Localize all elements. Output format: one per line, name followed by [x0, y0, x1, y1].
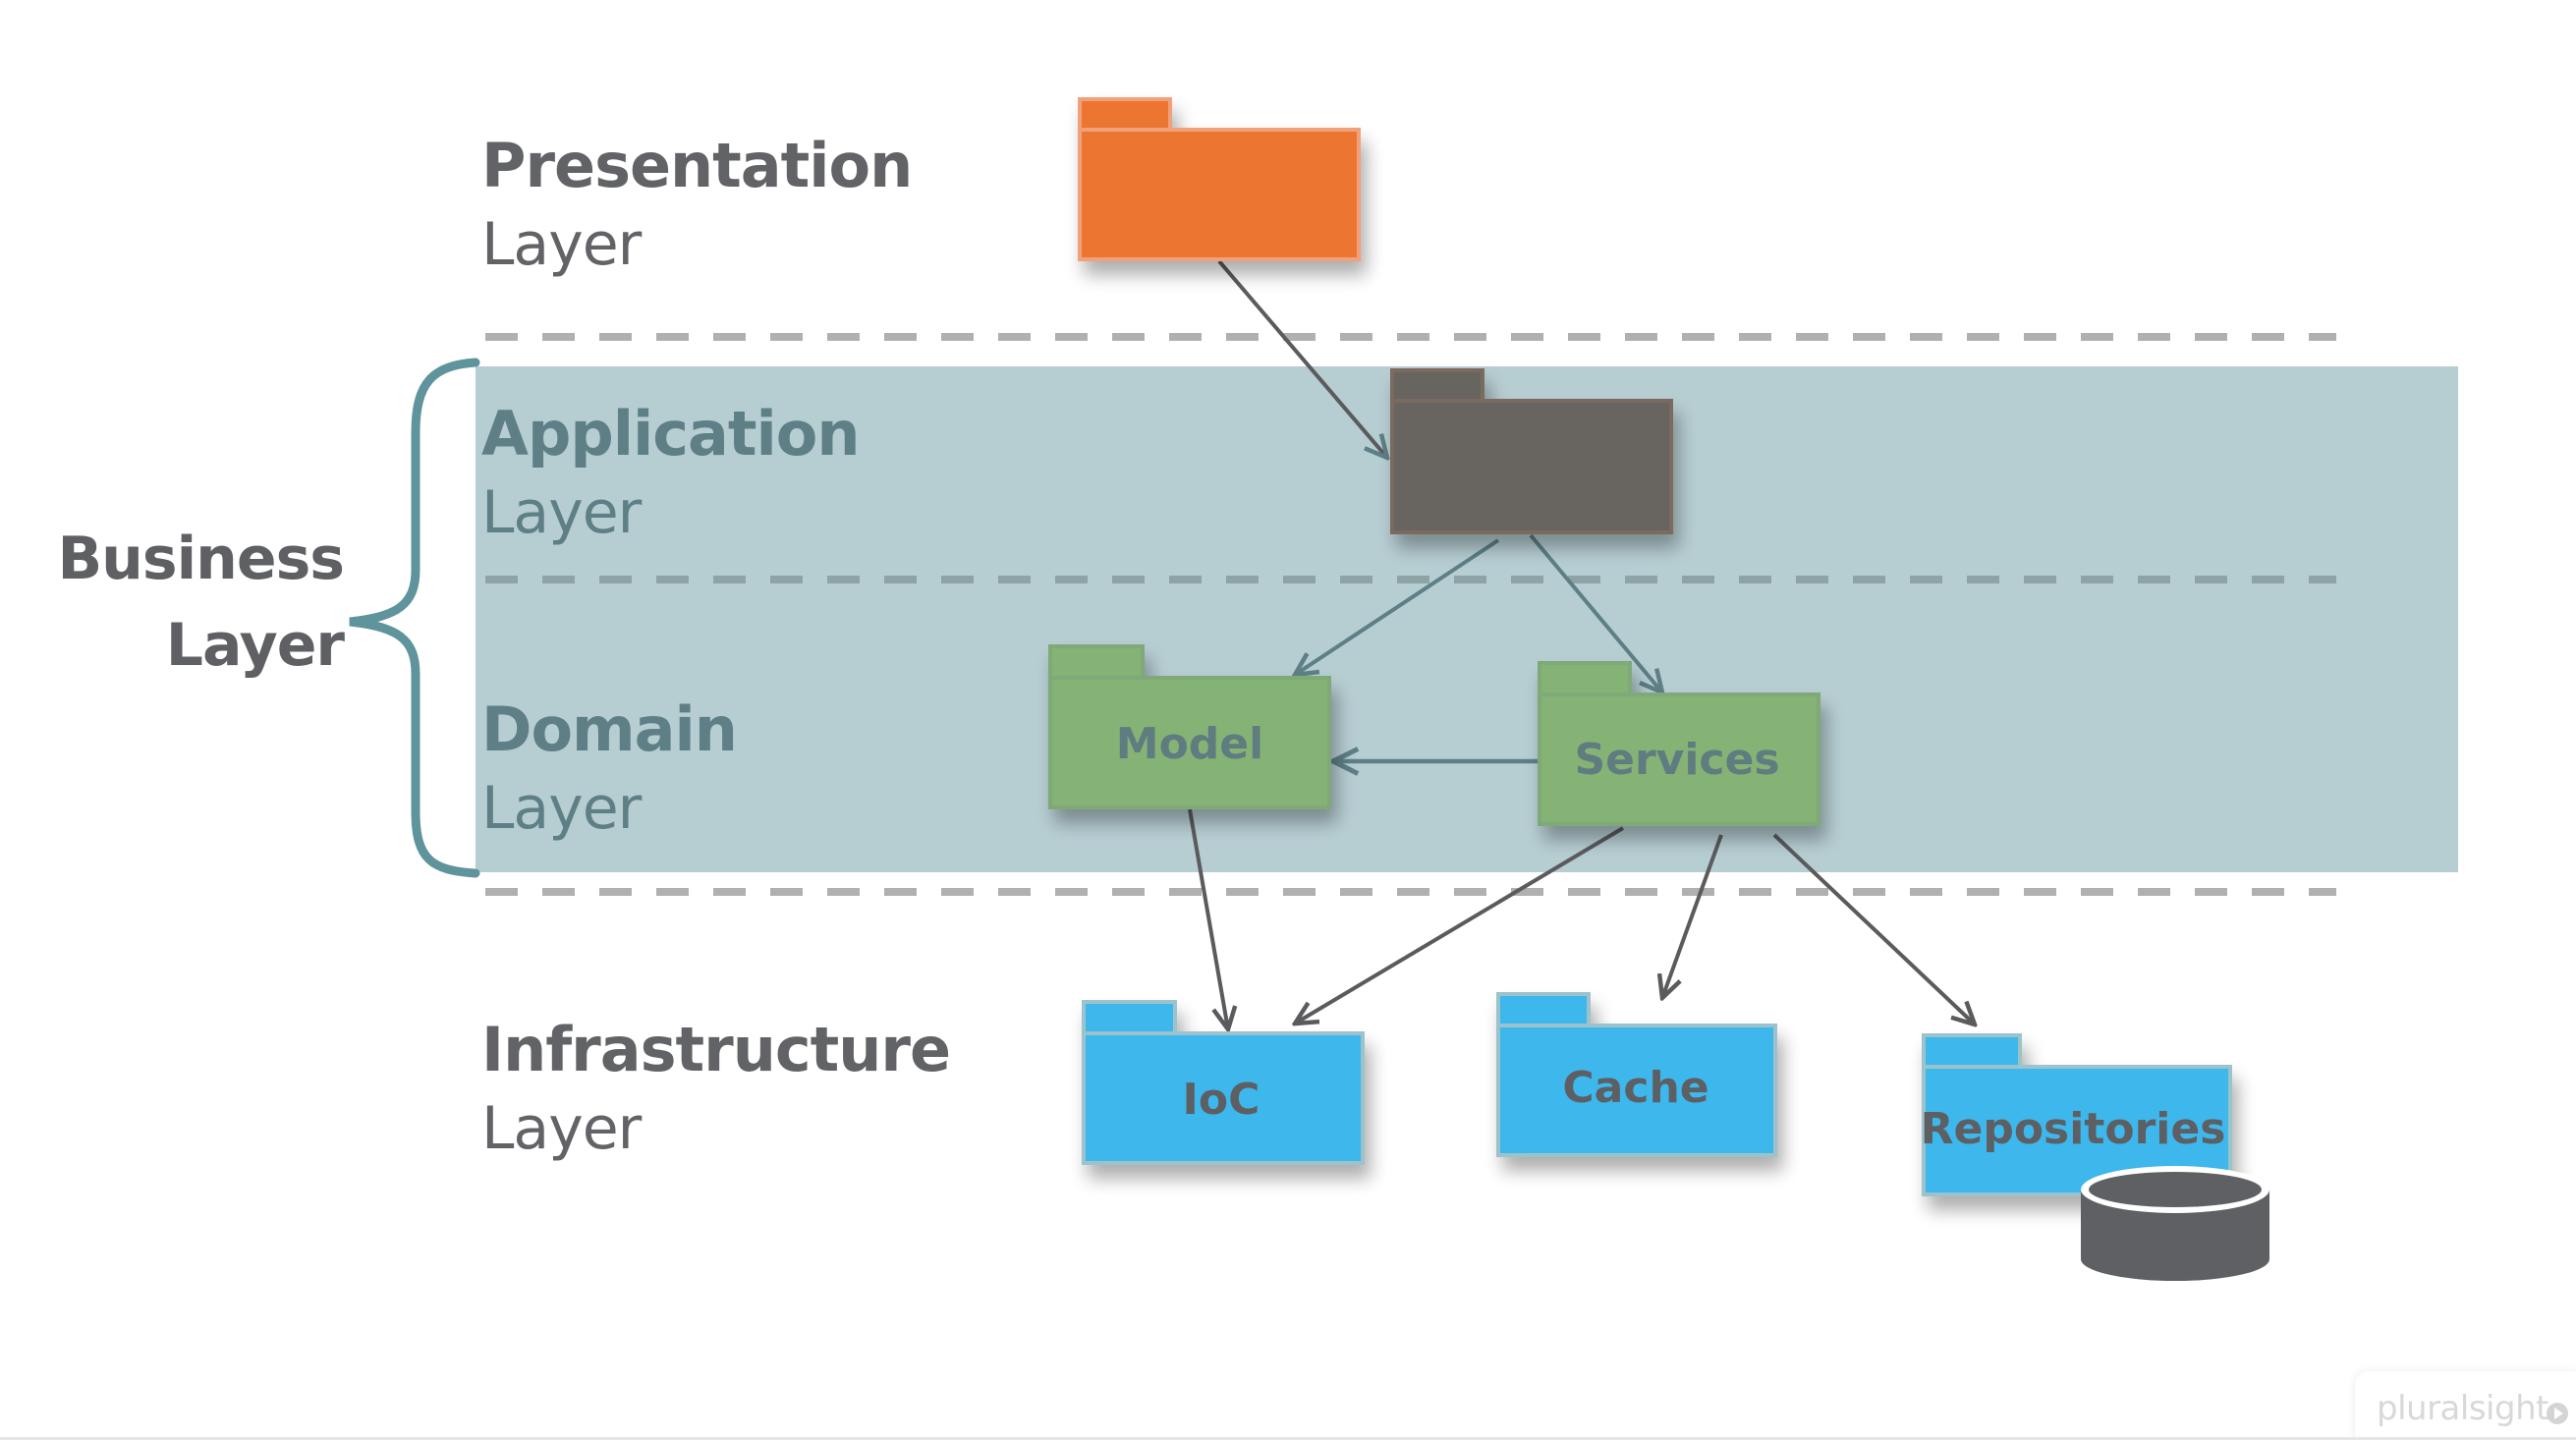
- package-model-body: [1048, 676, 1331, 809]
- arrow-presentation-to-application: [1217, 259, 1387, 458]
- pluralsight-watermark: pluralsight: [2355, 1371, 2576, 1440]
- package-presentation-body: [1078, 128, 1361, 261]
- arrow-model-to-ioc: [1188, 808, 1228, 1029]
- play-icon: [2547, 1403, 2568, 1424]
- infrastructure-layer-title: Infrastructure: [481, 1014, 951, 1085]
- presentation-layer-subtitle: Layer: [481, 210, 642, 279]
- package-repositories-tab: [1922, 1033, 2022, 1069]
- separator-domain-infrastructure: [485, 888, 2336, 896]
- package-services-label: Services: [1574, 735, 1779, 785]
- package-model-tab: [1048, 644, 1145, 681]
- package-presentation[interactable]: [1078, 97, 1361, 261]
- package-application[interactable]: [1390, 368, 1673, 534]
- application-layer-title: Application: [481, 398, 860, 470]
- package-services-tab: [1538, 661, 1632, 697]
- infrastructure-layer-subtitle: Layer: [481, 1094, 642, 1163]
- package-cache-label: Cache: [1562, 1063, 1708, 1113]
- separator-presentation-application: [485, 333, 2336, 341]
- package-cache[interactable]: Cache: [1496, 992, 1777, 1157]
- presentation-layer-title: Presentation: [481, 130, 913, 201]
- package-model[interactable]: Model: [1048, 644, 1331, 809]
- business-layer-label: Business Layer: [20, 516, 345, 689]
- package-presentation-tab: [1078, 97, 1172, 134]
- database-icon: [2081, 1166, 2269, 1281]
- package-repositories[interactable]: Repositories: [1921, 1033, 2232, 1196]
- package-services[interactable]: Services: [1538, 661, 1820, 826]
- package-repositories-label: Repositories: [1921, 1104, 2226, 1154]
- watermark-text: pluralsight: [2377, 1389, 2548, 1428]
- package-services-body: [1538, 692, 1820, 826]
- package-cache-body: [1496, 1024, 1777, 1157]
- application-layer-subtitle: Layer: [481, 478, 642, 547]
- package-ioc-tab: [1082, 1000, 1177, 1036]
- arrow-services-to-repositories: [1772, 833, 1975, 1025]
- domain-layer-title: Domain: [481, 693, 738, 765]
- business-layer-label-line1: Business: [57, 525, 345, 593]
- arrow-application-to-services: [1529, 533, 1662, 692]
- package-ioc-label: IoC: [1183, 1075, 1260, 1125]
- arrow-services-to-ioc: [1295, 826, 1625, 1024]
- arrow-application-to-model: [1295, 538, 1500, 675]
- business-layer-brace: [349, 358, 480, 878]
- package-model-label: Model: [1116, 719, 1263, 769]
- package-application-tab: [1390, 368, 1484, 405]
- business-layer-label-line2: Layer: [165, 611, 345, 680]
- package-application-body: [1390, 399, 1673, 534]
- package-cache-tab: [1496, 992, 1591, 1028]
- package-ioc-body: [1082, 1031, 1365, 1165]
- separator-application-domain: [485, 576, 2336, 583]
- bottom-divider: [0, 1437, 2576, 1440]
- domain-layer-subtitle: Layer: [481, 774, 642, 843]
- package-ioc[interactable]: IoC: [1082, 1000, 1365, 1165]
- arrow-services-to-cache: [1662, 834, 1723, 998]
- dependency-arrows: [1188, 259, 1975, 1029]
